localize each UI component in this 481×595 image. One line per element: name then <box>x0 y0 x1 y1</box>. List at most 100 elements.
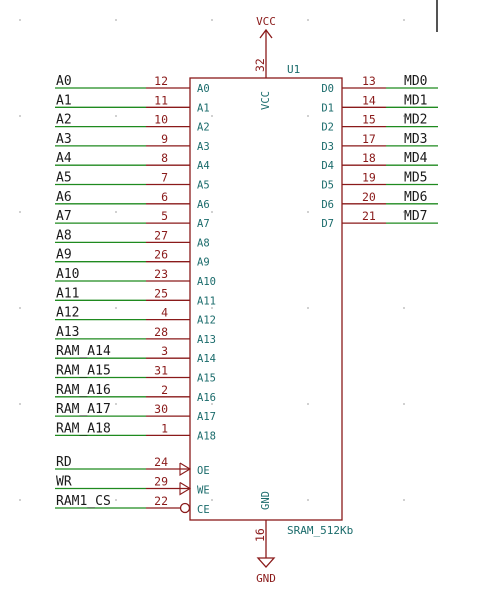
grid-dot <box>403 307 405 309</box>
pin-number: 2 <box>161 383 168 397</box>
net-label: MD5 <box>404 171 427 186</box>
grid-dot <box>211 19 213 21</box>
vcc-pin-name: VCC <box>260 91 272 110</box>
pin-number: 26 <box>154 248 168 262</box>
pin-name: D3 <box>321 141 334 153</box>
grid-dot <box>115 307 117 309</box>
pin-number: 23 <box>154 267 168 281</box>
grid-dot <box>19 403 21 405</box>
pin-name: D4 <box>321 160 334 172</box>
net-label: MD4 <box>404 151 428 166</box>
grid-dot <box>115 211 117 213</box>
pin-number: 14 <box>362 93 376 107</box>
pin-number: 19 <box>362 171 376 185</box>
grid-dot <box>403 211 405 213</box>
pin-name: D0 <box>321 83 334 95</box>
pin-name: A14 <box>197 353 216 365</box>
net-label: RD <box>56 455 72 470</box>
pin-name: A7 <box>197 218 210 230</box>
net-label: RAM_A18 <box>56 421 111 436</box>
pin-name: A6 <box>197 199 210 211</box>
pin-number: 25 <box>154 286 168 300</box>
pin-number: 3 <box>161 344 168 358</box>
grid-dot <box>307 211 309 213</box>
grid-dot <box>211 211 213 213</box>
right-pin-d3: D3 17 MD3 <box>321 132 438 153</box>
grid-dot <box>211 307 213 309</box>
gnd-power-symbol: GND 16 GND <box>253 491 276 585</box>
net-label: MD1 <box>404 93 427 108</box>
net-label: RAM_A17 <box>56 402 111 417</box>
grid-dot <box>211 499 213 501</box>
pin-name: A8 <box>197 237 210 249</box>
net-label: A2 <box>56 113 72 128</box>
pin-marker <box>179 462 192 476</box>
pin-name: A13 <box>197 334 216 346</box>
pin-name: A17 <box>197 411 216 423</box>
pin-number: 29 <box>154 475 168 489</box>
pin-number: 5 <box>161 209 168 223</box>
net-label: MD0 <box>404 74 427 89</box>
pin-name: D6 <box>321 199 334 211</box>
net-label: A8 <box>56 228 72 243</box>
net-label: RAM_A15 <box>56 364 111 379</box>
grid-dot <box>115 403 117 405</box>
ic-reference: U1 <box>287 63 300 76</box>
pin-name: A9 <box>197 257 210 269</box>
pin-name: A1 <box>197 102 210 114</box>
pin-number: 8 <box>161 151 168 165</box>
pin-name: A0 <box>197 83 210 95</box>
grid-dot <box>115 499 117 501</box>
net-label: A0 <box>56 74 72 89</box>
pin-number: 1 <box>161 421 168 435</box>
pin-number: 17 <box>362 132 376 146</box>
pin-name: OE <box>197 465 210 477</box>
pin-name: A4 <box>197 160 210 172</box>
grid-dot <box>19 307 21 309</box>
net-label: MD3 <box>404 132 427 147</box>
pin-number: 24 <box>154 455 168 469</box>
grid-dot <box>19 499 21 501</box>
net-label: A10 <box>56 267 79 282</box>
inversion-bubble <box>179 502 191 514</box>
grid-dot <box>19 19 21 21</box>
net-label: MD2 <box>404 113 427 128</box>
pin-number: 6 <box>161 190 168 204</box>
pin-name: D7 <box>321 218 334 230</box>
pin-number: 7 <box>161 171 168 185</box>
pin-number: 22 <box>154 494 168 508</box>
pin-number: 15 <box>362 113 376 127</box>
pin-name: A11 <box>197 295 216 307</box>
net-label: A11 <box>56 286 79 301</box>
pin-name: A18 <box>197 430 216 442</box>
pin-number: 20 <box>362 190 376 204</box>
vcc-power-symbol: VCC 32 VCC <box>253 15 276 110</box>
net-label: RAM_A14 <box>56 344 111 359</box>
net-label: A4 <box>56 151 72 166</box>
pin-number: 21 <box>362 209 376 223</box>
gnd-pin-name: GND <box>260 491 272 510</box>
